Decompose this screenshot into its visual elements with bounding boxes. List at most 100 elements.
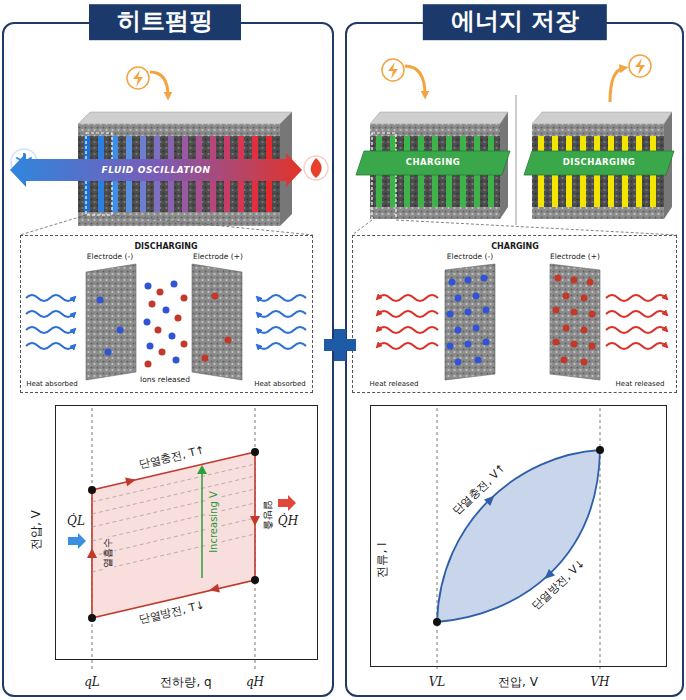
band-label: FLUID OSCILLATION <box>100 165 211 175</box>
heat-label: Heat absorbed <box>25 380 79 388</box>
electrode-zoom-part <box>169 333 176 340</box>
electrode-zoom-part <box>173 357 180 364</box>
electrode-zoom-part <box>163 307 170 314</box>
electrode-zoom-part <box>455 327 462 334</box>
electrode-zoom-part <box>606 295 666 301</box>
electrode-zoom-part <box>192 264 242 380</box>
process-label: 단열충전, T↑ <box>137 444 207 472</box>
electrode-label: Electrode (+) <box>549 253 601 262</box>
power-icon-part <box>133 70 143 87</box>
power-icon-part <box>635 58 645 75</box>
charge-band: CHARGING <box>356 151 510 175</box>
electrode-zoom-part <box>475 357 482 364</box>
capacitor-stack-part <box>370 124 500 136</box>
cycle-chart-part <box>437 408 438 672</box>
state-label: CHARGING <box>490 242 540 251</box>
electrode-zoom-part <box>571 309 578 316</box>
heat-icon-part <box>311 158 322 178</box>
cycle-chart-part <box>88 486 96 494</box>
band-label: CHARGING <box>405 158 462 168</box>
electrode-zoom-part <box>145 361 152 368</box>
capacitor-stack-part <box>532 207 664 219</box>
zoom-box: DISCHARGINGElectrode (-)Electrode (+)Hea… <box>20 235 313 393</box>
electrode-zoom-part <box>117 327 124 334</box>
capacitor-stack-part <box>78 112 292 124</box>
capacitor-stack-part <box>352 220 372 235</box>
cycle-chart-part <box>433 618 441 626</box>
capacitor-stack-part <box>370 207 500 219</box>
power-icon-part <box>150 72 168 96</box>
chart-frame: 단열충전, T↑Q̇L열흡수Increasing V열방출Q̇H단열방전, T↓ <box>55 405 318 660</box>
heat-label: Heat released <box>369 380 420 388</box>
electrode-zoom-part <box>581 327 588 334</box>
tick-label: VH <box>589 676 610 690</box>
axis-label: 전류, I <box>376 541 390 578</box>
cycle-chart-part <box>88 614 96 622</box>
capacitor-stack-part <box>396 220 677 235</box>
electrode-zoom-part <box>481 275 488 282</box>
electrode-zoom-part <box>378 311 438 317</box>
electrode-zoom-part <box>606 311 666 317</box>
heat-symbol: Q̇H <box>277 515 299 529</box>
heat-icon <box>304 156 328 180</box>
power-icon <box>382 55 651 102</box>
electrode-zoom-part <box>97 297 104 304</box>
tick-label: qH <box>245 676 265 690</box>
electrode-zoom-part <box>225 337 232 344</box>
electrode-zoom-part <box>175 315 182 322</box>
power-icon <box>127 67 168 96</box>
cycle-chart-part <box>87 548 97 558</box>
electrode-zoom-part <box>155 327 162 334</box>
zoom-box: CHARGINGElectrode (-)Electrode (+)Heat r… <box>352 235 677 393</box>
divider <box>516 95 517 225</box>
electrode-zoom-part <box>26 311 74 317</box>
electrode-zoom-part <box>561 357 568 364</box>
electrode-zoom-part <box>149 301 156 308</box>
electrode-zoom-part <box>563 325 570 332</box>
plus-sign-part <box>334 329 346 361</box>
electrode-zoom-part <box>465 341 472 348</box>
electrode-zoom-part <box>378 295 438 301</box>
electrode-zoom-part <box>171 281 178 288</box>
cycle-chart-part <box>278 495 296 511</box>
power-icon-part <box>405 66 425 95</box>
process-label: 단열방전, T↓ <box>137 599 207 627</box>
heat-label: Heat absorbed <box>253 380 307 388</box>
electrode-zoom-part <box>181 341 188 348</box>
electrode-zoom-part <box>483 307 490 314</box>
heat-label: 열방출 <box>262 499 274 531</box>
power-icon-part <box>382 59 404 81</box>
electrode-zoom-part <box>455 295 462 302</box>
heat-label: Heat released <box>615 380 666 388</box>
electrode-zoom-part <box>447 343 454 350</box>
electrode-zoom-part <box>378 327 438 333</box>
capacitor-stack-part <box>372 133 396 220</box>
ion-label: Ions released <box>139 376 191 385</box>
band-shape <box>356 151 510 175</box>
power-icon-part <box>610 68 624 102</box>
band-shape <box>10 153 302 187</box>
heat-symbol: Q̇L <box>66 515 86 529</box>
electrode-zoom-part <box>26 343 74 349</box>
electrode-zoom-part <box>26 295 74 301</box>
charge-band: DISCHARGING <box>524 151 674 175</box>
power-icon-part <box>127 67 149 89</box>
electrode-zoom-part <box>258 343 306 349</box>
electrode-zoom-part <box>589 311 596 318</box>
cycle-chart-part <box>208 584 220 595</box>
electrode-zoom-part <box>553 307 560 314</box>
electrode-zoom-part <box>26 327 74 333</box>
electrode-zoom-part <box>445 264 495 380</box>
cycle-chart-part <box>437 450 600 622</box>
chart-frame: 전류, I단열충전, V↑단열방전, V↓ <box>370 405 667 667</box>
electrode-zoom-part <box>606 343 666 349</box>
electrode-zoom-part <box>571 277 578 284</box>
electrode-zoom-part <box>447 311 454 318</box>
electrode-zoom-part <box>550 264 600 380</box>
electrode-label: Electrode (+) <box>192 253 244 262</box>
electrode-zoom-part <box>571 341 578 348</box>
electrode-zoom-part <box>589 343 596 350</box>
electrode-zoom-part <box>86 264 136 380</box>
